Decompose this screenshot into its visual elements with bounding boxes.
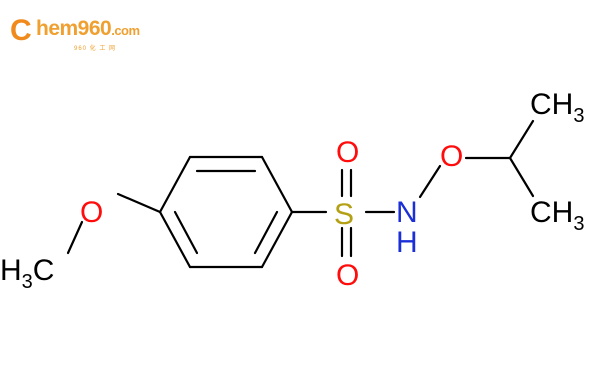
atom-h3c-sub: 3 bbox=[22, 271, 33, 293]
bond-ring-upper-right bbox=[260, 155, 294, 214]
bond-ring-lower-left bbox=[158, 210, 192, 269]
atom-o-bottom: O bbox=[336, 259, 359, 292]
bond-ch-ch3-top bbox=[508, 119, 535, 160]
logo-initial: C bbox=[10, 14, 32, 47]
atom-o-methoxy: O bbox=[80, 196, 103, 229]
atom-h3c: H3C bbox=[0, 254, 54, 293]
logo-domain: .com bbox=[111, 23, 140, 38]
atom-o-ether: O bbox=[440, 140, 463, 173]
bond-ring-lower-right bbox=[260, 210, 294, 269]
bond-ring-o bbox=[116, 192, 162, 214]
bond-ring-inner-left bbox=[173, 210, 199, 255]
bond-ring-inner-right bbox=[253, 210, 279, 255]
atom-nh-h: H bbox=[396, 226, 418, 259]
atom-s: S bbox=[334, 198, 354, 231]
bond-ch-ch3-bottom bbox=[508, 156, 535, 198]
logo-word: hem960 bbox=[36, 17, 112, 40]
bond-o-ch3 bbox=[66, 220, 84, 255]
atom-ch3-top-c: CH bbox=[530, 88, 573, 121]
atom-ch3-bottom-sub: 3 bbox=[573, 213, 584, 235]
bond-n-o bbox=[418, 164, 442, 199]
atom-ch3-bottom: CH3 bbox=[530, 196, 584, 235]
logo-tagline: 960 化 工 网 bbox=[74, 46, 117, 52]
atom-h3c-h: H bbox=[0, 254, 22, 287]
logo-wordmark: hem960.com bbox=[36, 17, 140, 41]
bond-ring-upper-left bbox=[158, 155, 192, 214]
atom-n: N bbox=[396, 196, 418, 229]
atom-o-top: O bbox=[336, 136, 359, 169]
atom-ch3-bottom-c: CH bbox=[530, 196, 573, 229]
atom-h3c-c: C bbox=[33, 254, 55, 287]
atom-ch3-top-sub: 3 bbox=[573, 105, 584, 127]
chem960-logo: C hem960.com 960 化 工 网 bbox=[8, 14, 158, 54]
atom-ch3-top: CH3 bbox=[530, 88, 584, 127]
